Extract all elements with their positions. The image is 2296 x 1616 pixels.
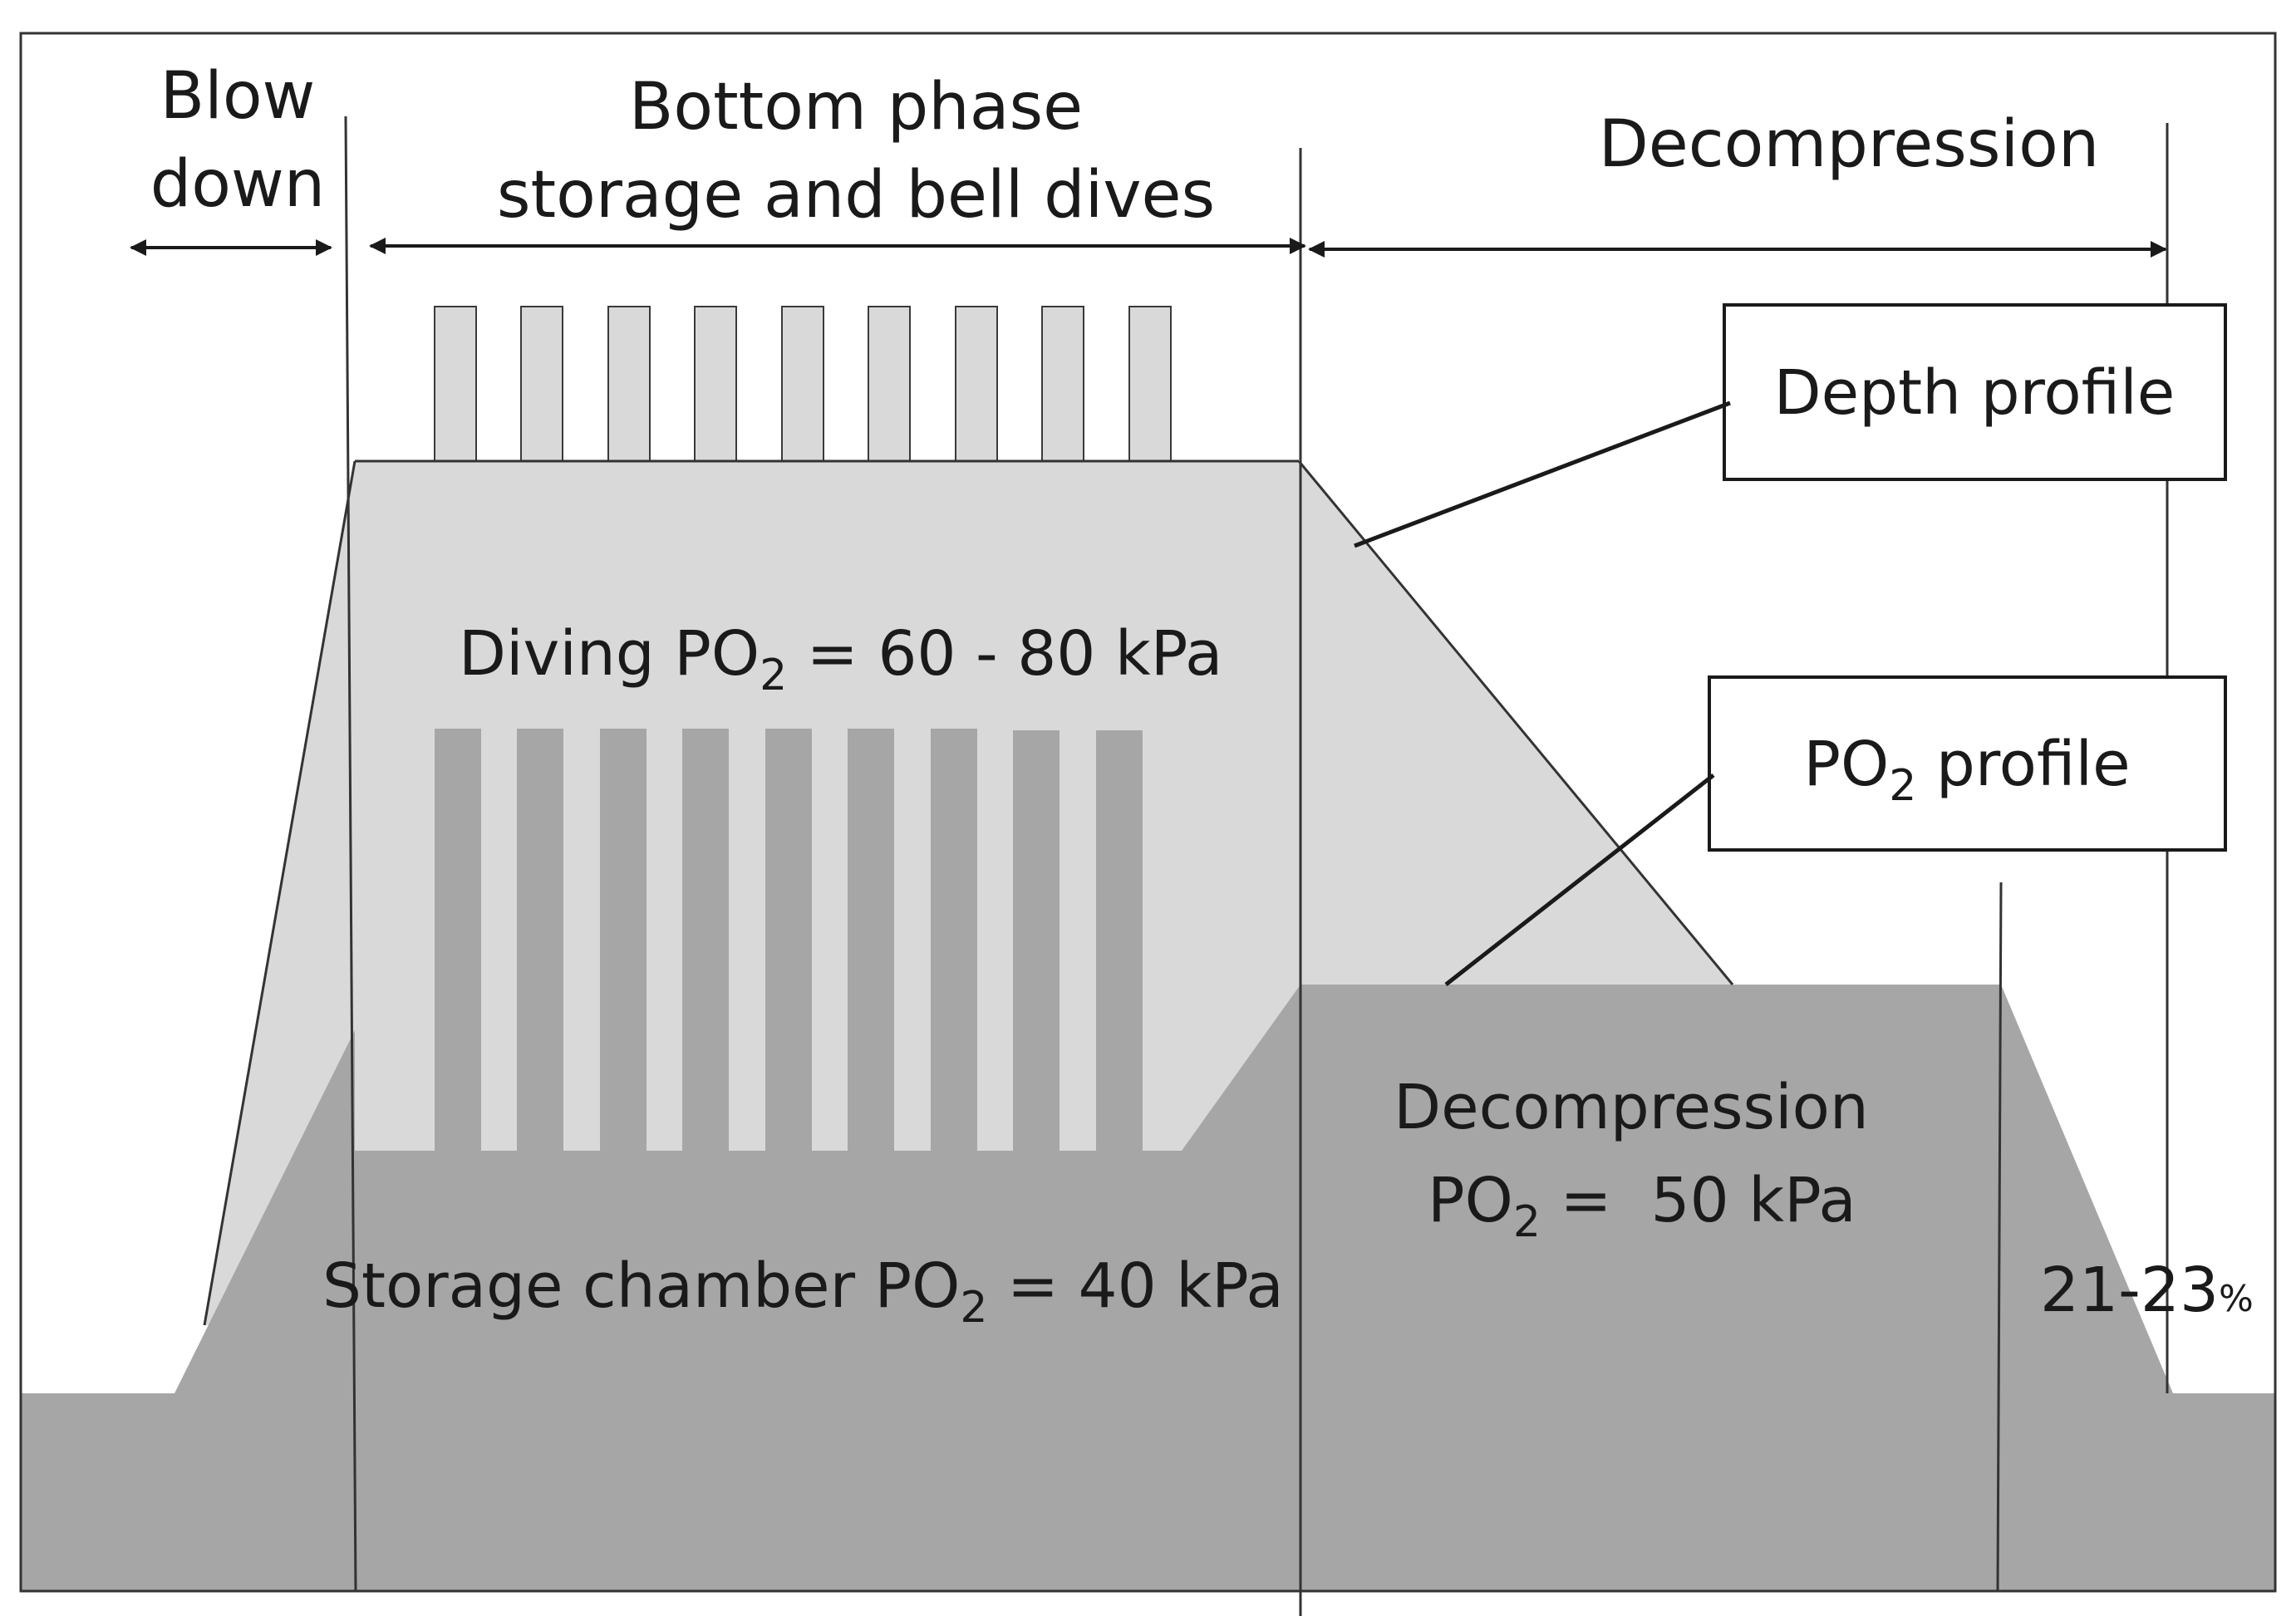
storage-po2-suffix: = 40 kPa bbox=[987, 1250, 1283, 1322]
bell-dive-excursion bbox=[607, 306, 651, 462]
divider-surface-phase bbox=[1996, 882, 2003, 1592]
decompression-po2-label-line2: PO2 = 50 kPa bbox=[1428, 1165, 1856, 1247]
decompression-po2-label-line1: Decompression bbox=[1394, 1072, 1869, 1143]
diving-po2-bar bbox=[682, 729, 729, 1151]
decomp-po2-prefix: PO bbox=[1428, 1165, 1513, 1236]
profile-outlines bbox=[203, 459, 1734, 1326]
diving-po2-label: Diving PO2 = 60 - 80 kPa bbox=[459, 618, 1222, 700]
bottom-phase-label-line2: storage and bell dives bbox=[497, 158, 1215, 233]
diving-po2-subscript: 2 bbox=[760, 651, 787, 700]
bell-dive-excursion bbox=[955, 306, 998, 462]
bell-dive-excursions bbox=[434, 306, 1172, 462]
po2-profile-callout-label: PO2 profile bbox=[1803, 729, 2130, 811]
depth-ascent-edge bbox=[1297, 460, 1734, 985]
diving-po2-bar bbox=[931, 729, 977, 1151]
po2-profile-callout-box bbox=[1708, 675, 2227, 852]
bell-dive-excursion bbox=[434, 306, 477, 462]
diving-po2-bar bbox=[1096, 730, 1143, 1151]
bottom-phase-label-line1: Bottom phase bbox=[629, 70, 1083, 145]
bell-dive-excursion bbox=[868, 306, 911, 462]
po2-profile-prefix: PO bbox=[1803, 729, 1889, 800]
diving-po2-bar bbox=[848, 729, 894, 1151]
bell-dive-excursion bbox=[520, 306, 563, 462]
storage-chamber-po2-label: Storage chamber PO2 = 40 kPa bbox=[322, 1250, 1284, 1333]
surface-oxygen-unit: % bbox=[2219, 1278, 2254, 1320]
po2-profile-area bbox=[21, 985, 2275, 1591]
bell-dive-excursion bbox=[1041, 306, 1084, 462]
surface-oxygen-label: 21-23% bbox=[2040, 1255, 2254, 1326]
diving-po2-bar bbox=[517, 729, 563, 1151]
diving-po2-bar bbox=[1013, 730, 1060, 1151]
diagram-frame bbox=[19, 32, 2277, 1593]
decompression-phase-label: Decompression bbox=[1599, 107, 2100, 182]
diving-po2-bars bbox=[435, 729, 1143, 1151]
po2-profile-subscript: 2 bbox=[1889, 761, 1916, 811]
depth-profile-callout-box bbox=[1723, 303, 2227, 481]
bell-dive-excursion bbox=[694, 306, 737, 462]
diving-po2-bar bbox=[435, 729, 481, 1151]
diving-po2-suffix: = 60 - 80 kPa bbox=[787, 618, 1222, 690]
bell-dive-excursion bbox=[1128, 306, 1172, 462]
divider-blow-down-end bbox=[344, 115, 357, 1592]
surface-oxygen-value: 21-23 bbox=[2040, 1255, 2219, 1326]
bell-dive-excursion bbox=[781, 306, 824, 462]
storage-po2-subscript: 2 bbox=[960, 1283, 987, 1333]
diving-po2-bar bbox=[765, 729, 812, 1151]
depth-profile-leader bbox=[1354, 400, 1731, 548]
blow-down-label-line1: Blow bbox=[160, 59, 316, 134]
diving-po2-bar bbox=[600, 729, 647, 1151]
diving-po2-prefix: Diving PO bbox=[459, 618, 760, 690]
depth-profile-callout-label: Depth profile bbox=[1774, 357, 2176, 429]
po2-profile-suffix: profile bbox=[1916, 729, 2130, 800]
phase-arrows bbox=[130, 238, 2167, 258]
po2-profile-leader bbox=[1444, 774, 1715, 986]
decomp-po2-subscript: 2 bbox=[1513, 1197, 1541, 1247]
storage-po2-prefix: Storage chamber PO bbox=[322, 1250, 960, 1322]
depth-descent-edge bbox=[203, 460, 356, 1326]
blow-down-label-line2: down bbox=[150, 147, 325, 222]
decomp-po2-suffix: = 50 kPa bbox=[1541, 1165, 1856, 1236]
